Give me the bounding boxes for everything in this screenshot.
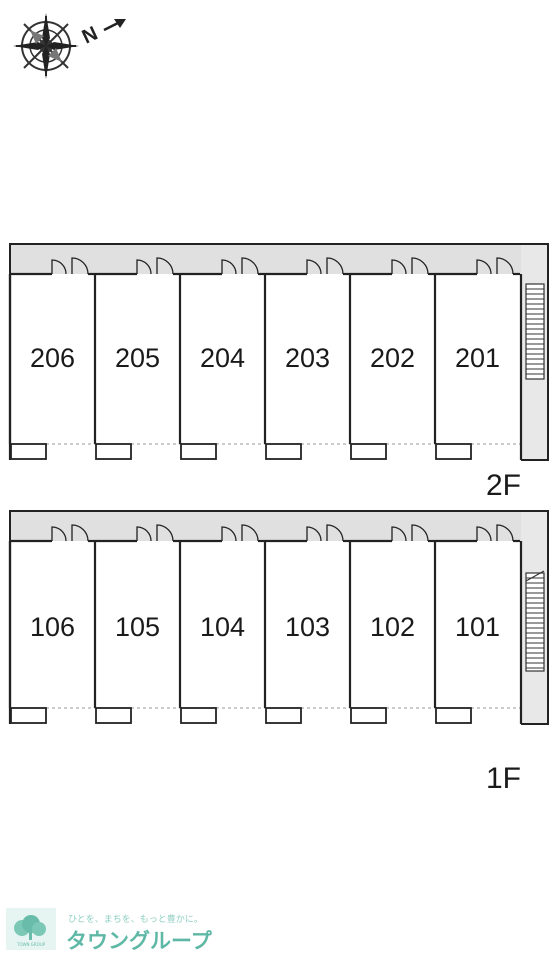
- ac-unit: [435, 707, 472, 724]
- room-203: 203: [263, 257, 350, 460]
- room-number: 104: [200, 612, 245, 642]
- compass: N: [13, 13, 126, 79]
- compass-north-label: N: [79, 22, 101, 48]
- room-202: 202: [348, 257, 435, 460]
- room-number: 105: [115, 612, 160, 642]
- compass-arrow-icon: [103, 18, 126, 32]
- door-icon: [306, 524, 344, 542]
- brand-footer: TOWN GROUP ひとを、まちを、もっと豊かに。 タウングループ: [6, 908, 213, 953]
- ac-unit: [435, 443, 472, 460]
- room-number: 204: [200, 343, 245, 373]
- door-icon: [391, 257, 429, 275]
- floor-plan-2f: 206 205 204 203 202 201 2F: [8, 243, 549, 502]
- tree-icon: [14, 915, 46, 940]
- door-icon: [476, 257, 514, 275]
- ac-unit: [265, 707, 302, 724]
- floor-plans: 206 205 204 203 202 201 2F 106 105 104 103 102 101 1F: [8, 243, 549, 795]
- ac-unit: [180, 707, 217, 724]
- door-icon: [306, 257, 344, 275]
- ac-unit: [95, 443, 132, 460]
- door-icon: [221, 524, 259, 542]
- brand-tagline: ひとを、まちを、もっと豊かに。: [68, 913, 203, 925]
- floor-label: 2F: [486, 469, 521, 502]
- stairs-icon: [525, 570, 545, 672]
- ac-unit: [95, 707, 132, 724]
- room-101: 101: [433, 524, 520, 724]
- room-number: 103: [285, 612, 330, 642]
- compass-rose-icon: [13, 13, 79, 79]
- room-201: 201: [433, 257, 520, 460]
- floor-label: 1F: [486, 762, 521, 795]
- room-number: 101: [455, 612, 500, 642]
- room-204: 204: [178, 257, 265, 460]
- outer-wall: [9, 243, 549, 461]
- ac-unit: [10, 707, 47, 724]
- room-104: 104: [178, 524, 265, 724]
- brand-name: タウングループ: [66, 929, 213, 953]
- ac-unit: [180, 443, 217, 460]
- room-number: 102: [370, 612, 415, 642]
- outer-wall: [9, 510, 549, 725]
- corridor: [10, 511, 548, 541]
- room-205: 205: [93, 257, 180, 460]
- logo-caption: TOWN GROUP: [16, 942, 46, 947]
- ac-unit: [265, 443, 302, 460]
- ac-unit: [350, 707, 387, 724]
- ac-unit: [10, 443, 47, 460]
- door-icon: [51, 524, 89, 542]
- room-number: 203: [285, 343, 330, 373]
- stairs-icon: [525, 283, 545, 380]
- room-206: 206: [8, 257, 95, 460]
- door-icon: [221, 257, 259, 275]
- room-number: 206: [30, 343, 75, 373]
- room-102: 102: [348, 524, 435, 724]
- corridor: [10, 244, 548, 274]
- room-106: 106: [8, 524, 95, 724]
- room-number: 106: [30, 612, 75, 642]
- door-icon: [391, 524, 429, 542]
- room-number: 205: [115, 343, 160, 373]
- town-group-logo: TOWN GROUP: [6, 908, 56, 950]
- room-103: 103: [263, 524, 350, 724]
- room-number: 201: [455, 343, 500, 373]
- door-icon: [136, 257, 174, 275]
- room-105: 105: [93, 524, 180, 724]
- door-icon: [136, 524, 174, 542]
- door-icon: [51, 257, 89, 275]
- ac-unit: [350, 443, 387, 460]
- floor-plan-1f: 106 105 104 103 102 101 1F: [8, 510, 549, 795]
- room-number: 202: [370, 343, 415, 373]
- door-icon: [476, 524, 514, 542]
